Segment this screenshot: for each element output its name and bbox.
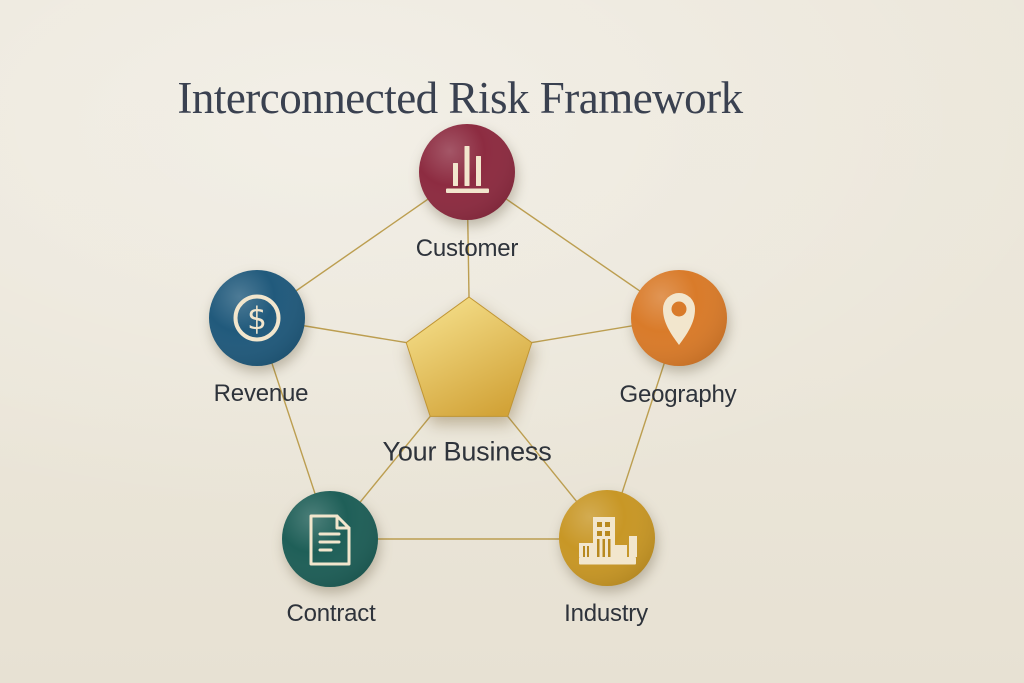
node-label-industry: Industry: [564, 600, 648, 627]
pentagon-shape: [405, 296, 533, 417]
node-contract: [282, 491, 378, 587]
node-geography: [631, 270, 727, 366]
location-pin-icon: [663, 293, 695, 345]
dollar-sign-icon: $: [233, 294, 281, 342]
node-customer: [419, 124, 515, 220]
node-label-customer: Customer: [415, 235, 519, 262]
node-label-revenue: Revenue: [213, 380, 309, 407]
bar-chart-icon: [446, 146, 489, 193]
dollar-glyph: $: [247, 301, 267, 337]
node-label-contract: Contract: [286, 600, 376, 627]
pin-hole: [671, 301, 687, 317]
building-icon: [579, 517, 637, 565]
node-revenue: $: [209, 270, 305, 366]
document-icon: [309, 514, 351, 566]
building-windows: [583, 522, 611, 557]
center-pentagon: [405, 296, 533, 417]
page-title: Interconnected Risk Framework: [177, 73, 743, 124]
node-industry: [559, 490, 655, 586]
center-label: Your Business: [382, 436, 552, 467]
circle-shine: [282, 491, 378, 587]
node-label-geography: Geography: [619, 381, 737, 408]
circle-shine: [209, 270, 305, 366]
